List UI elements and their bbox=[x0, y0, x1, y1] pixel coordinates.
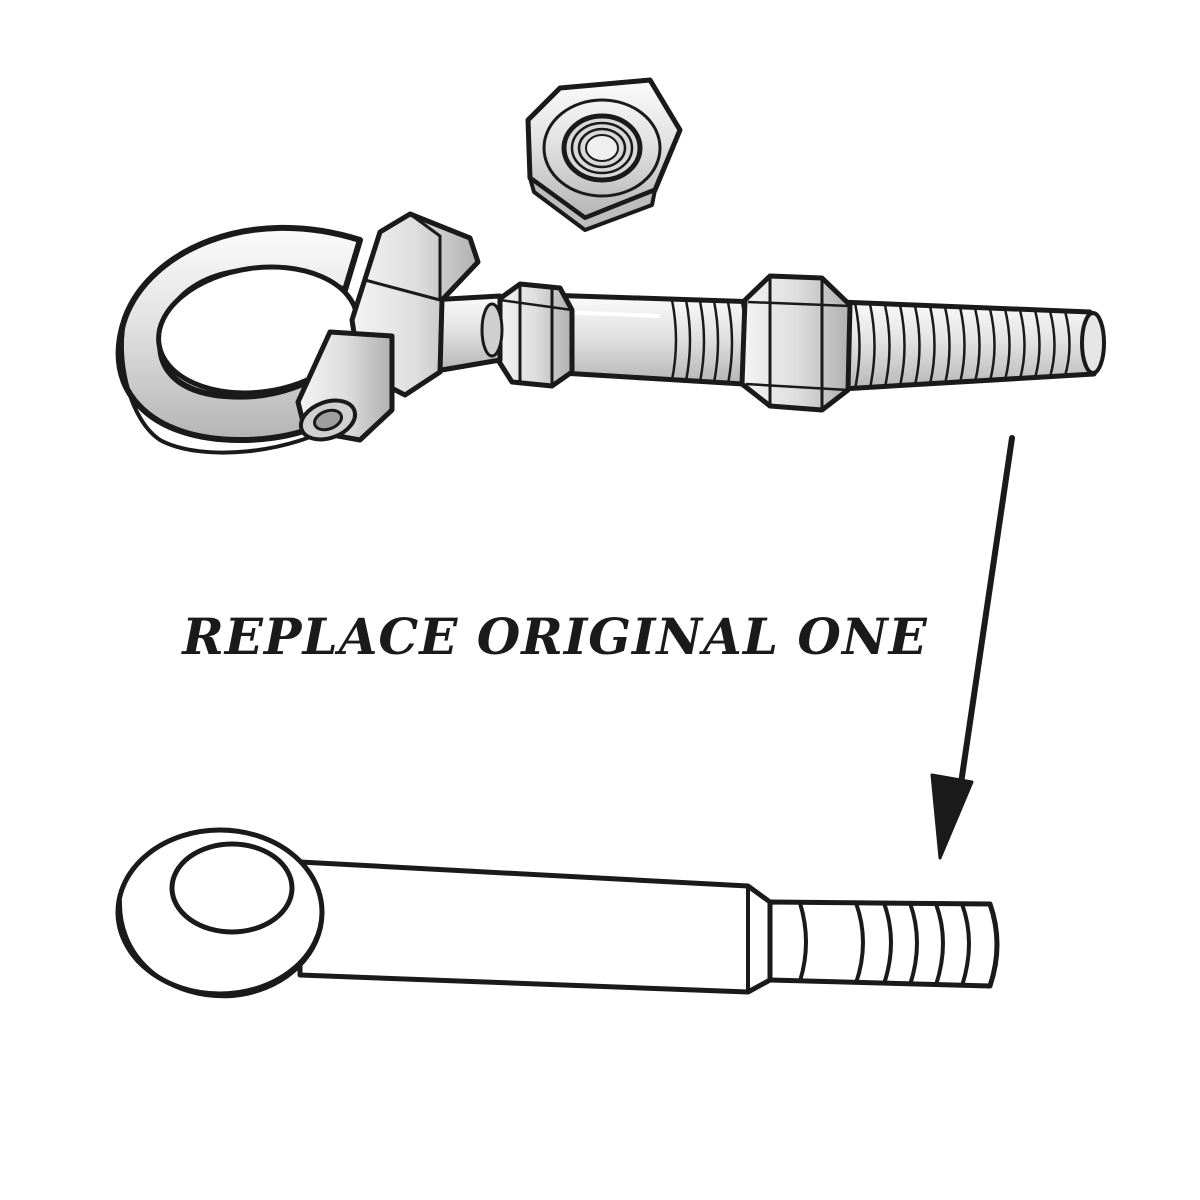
new-tow-hook bbox=[115, 211, 1106, 455]
hook-body bbox=[295, 211, 481, 443]
replacement-arrow bbox=[930, 435, 1015, 860]
original-tow-eye bbox=[115, 827, 1000, 999]
small-jam-nut bbox=[495, 281, 575, 389]
original-eye-ring bbox=[115, 827, 325, 999]
replace-caption: REPLACE ORIGINAL ONE bbox=[182, 607, 928, 666]
large-lock-nut bbox=[739, 273, 853, 413]
threaded-rod bbox=[787, 297, 1106, 395]
middle-sleeve bbox=[542, 292, 763, 388]
loose-hex-nut bbox=[525, 77, 683, 232]
